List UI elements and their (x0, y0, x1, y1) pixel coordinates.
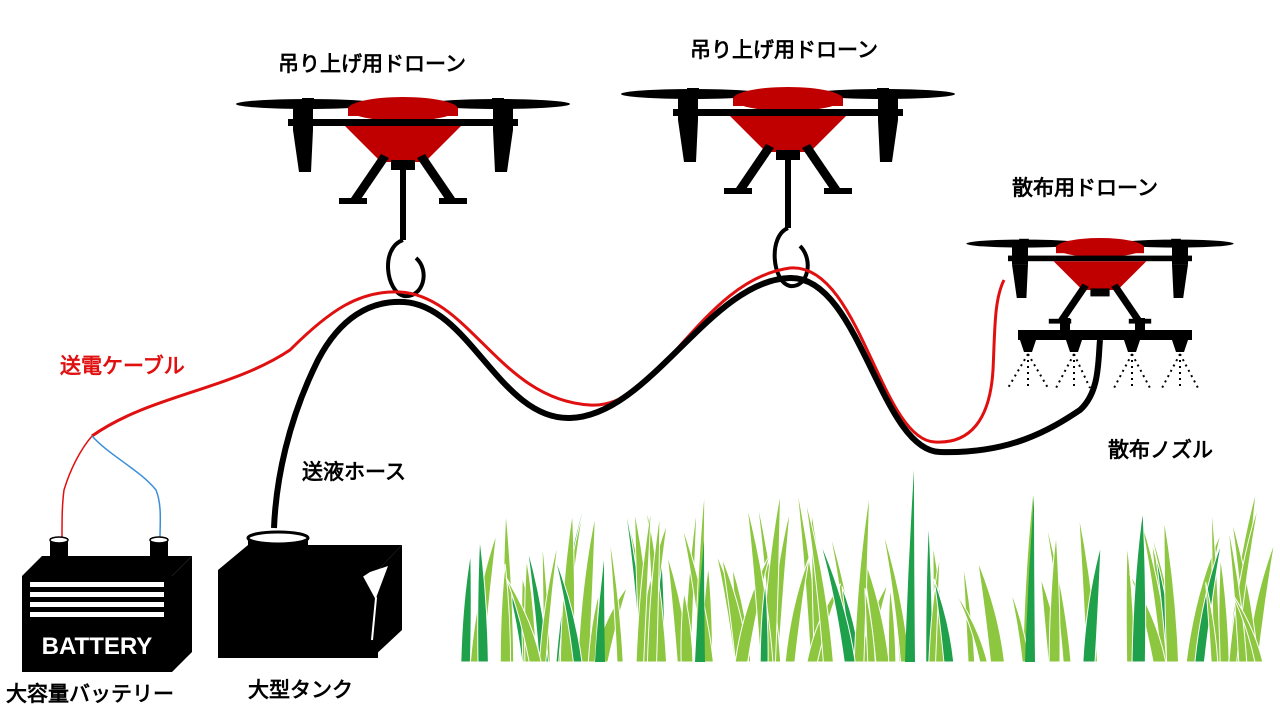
grass-icon (460, 470, 1276, 663)
lift-drone-1-icon (236, 97, 570, 299)
liquid-hose (271, 274, 1103, 529)
lift-drone-2-label: 吊り上げ用ドローン (690, 38, 878, 62)
grass-blade (928, 553, 941, 663)
grass-blade (680, 591, 694, 663)
grass-blade (784, 557, 810, 663)
tank-caption: 大型タンク (248, 678, 353, 702)
grass-blade (864, 588, 876, 663)
grass-blade (1082, 544, 1102, 663)
grass-blade (1227, 523, 1248, 663)
grass-blade (505, 577, 542, 663)
grass-blade (1229, 590, 1264, 663)
grass-blade (1025, 495, 1035, 662)
battery-caption: 大容量バッテリー (6, 682, 174, 706)
grass-blade (887, 586, 897, 663)
grass-blade (460, 552, 472, 663)
grass-blade (954, 590, 988, 663)
grass-blade (962, 562, 976, 663)
grass-blade (595, 560, 605, 662)
grass-blade (1205, 582, 1219, 663)
power-cable-label: 送電ケーブル (60, 354, 185, 378)
grass-blade (577, 514, 596, 663)
grass-blade (905, 470, 915, 662)
grass-blade (804, 496, 834, 663)
liquid-hose-label: 送液ホース (302, 460, 406, 484)
spray-nozzle-label: 散布ノズル (1108, 438, 1213, 462)
grass-blade (1048, 533, 1061, 663)
lift-drone-1-label: 吊り上げ用ドローン (278, 52, 466, 76)
grass-blade (819, 541, 856, 663)
nozzle-icon (1020, 340, 1188, 352)
grass-blade (538, 541, 559, 663)
grass-blade (882, 529, 911, 663)
grass-blade (635, 506, 652, 663)
grass-blade (1163, 517, 1180, 663)
grass-blade (759, 581, 769, 663)
grass-blade (977, 560, 1006, 663)
grass-blade (933, 578, 955, 663)
grass-blade (646, 512, 661, 663)
spray-drone-icon (966, 238, 1234, 390)
battery-icon: BATTERY (22, 536, 192, 672)
grass-blade (1131, 509, 1147, 663)
grass-blade (499, 563, 512, 663)
battery-face-label: BATTERY (42, 633, 153, 660)
spray-drone-label: 散布用ドローン (1012, 176, 1158, 200)
lift-drone-2-icon (621, 87, 955, 289)
grass-blade (608, 533, 624, 663)
grass-blade (695, 540, 705, 662)
tank-icon (218, 530, 402, 658)
grass-blade (1218, 556, 1230, 663)
grass-blade (477, 537, 489, 663)
